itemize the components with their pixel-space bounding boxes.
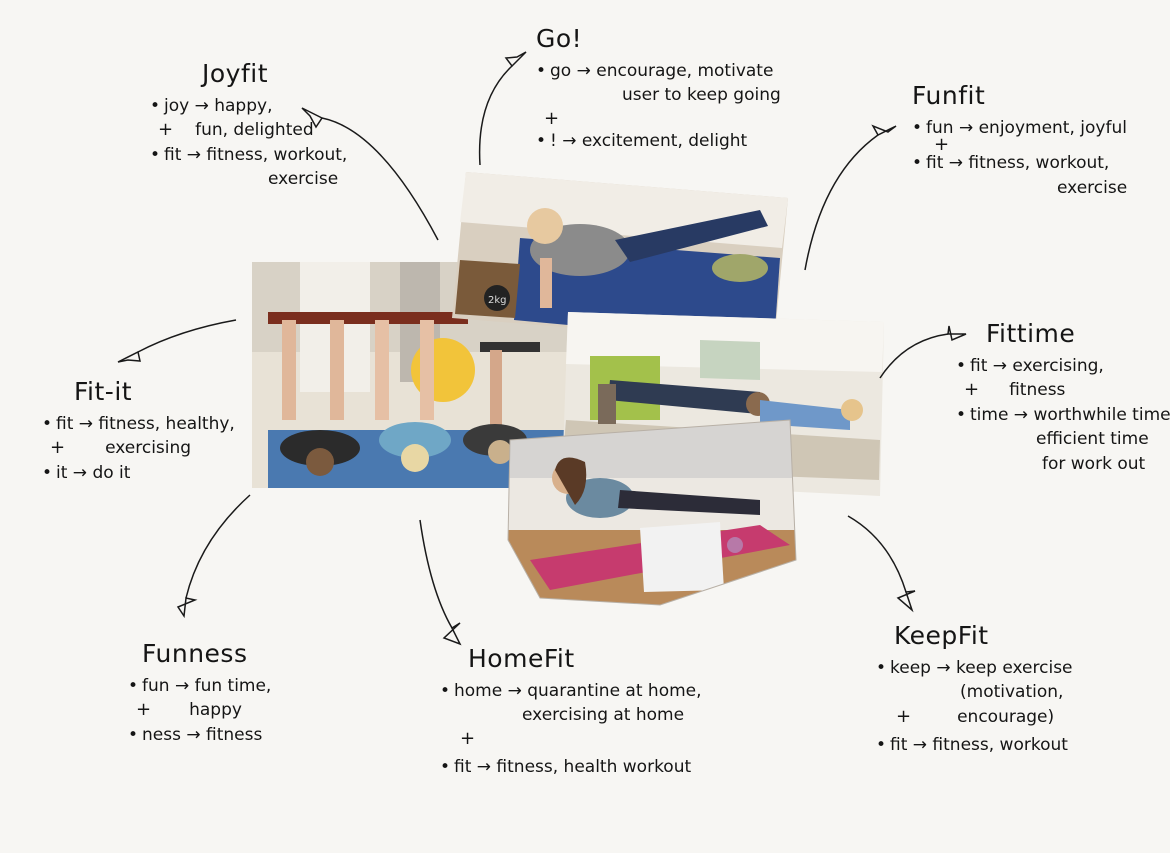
name-keepfit: KeepFit •keep → keep exercise (motivatio… — [876, 622, 1073, 758]
line-funness-1: •fun → fun time, — [128, 675, 272, 696]
title-go: Go! — [536, 24, 583, 53]
line-joyfit-4: exercise — [268, 169, 339, 190]
line-funfit-4: exercise — [1057, 177, 1128, 198]
title-homefit: HomeFit — [468, 644, 575, 673]
line-fittime-2: +fitness — [964, 379, 1066, 401]
line-fitit-3: •it → do it — [42, 462, 131, 483]
line-joyfit-1: •joy → happy, — [150, 95, 273, 116]
arrow-fittime — [879, 325, 967, 379]
line-keepfit-4: •fit → fitness, workout — [876, 735, 1068, 756]
kettlebell-label: 2kg — [488, 295, 507, 306]
photo-side-plank — [508, 420, 796, 605]
line-fittime-1: •fit → exercising, — [956, 355, 1104, 376]
line-keepfit-1: •keep → keep exercise — [876, 657, 1073, 678]
title-funness: Funness — [142, 639, 248, 668]
name-homefit: HomeFit •home → quarantine at home, exer… — [440, 645, 702, 780]
line-funness-2: +happy — [136, 699, 242, 721]
arrow-fitit — [117, 319, 237, 363]
line-funfit-2: + — [934, 134, 950, 156]
line-joyfit-3: •fit → fitness, workout, — [150, 144, 348, 165]
title-fittime: Fittime — [986, 319, 1076, 348]
arrow-funfit — [804, 124, 897, 271]
line-funfit-1: •fun → enjoyment, joyful — [912, 117, 1127, 138]
line-fitit-2: +exercising — [50, 437, 192, 459]
title-keepfit: KeepFit — [894, 621, 989, 650]
line-homefit-1: •home → quarantine at home, — [440, 680, 702, 701]
line-keepfit-2: (motivation, — [960, 682, 1064, 703]
line-fittime-3: •time → worthwhile time, — [956, 404, 1170, 425]
line-homefit-3: + — [460, 727, 476, 749]
name-joyfit: Joyfit •joy → happy, +fun, delighted •fi… — [150, 60, 347, 192]
line-fittime-5: for work out — [1042, 454, 1146, 475]
line-go-3: + — [544, 107, 560, 129]
line-go-1: •go → encourage, motivate — [536, 60, 774, 81]
title-funfit: Funfit — [912, 81, 986, 110]
name-funfit: Funfit •fun → enjoyment, joyful + •fit →… — [912, 82, 1127, 200]
line-fittime-4: efficient time — [1036, 429, 1149, 450]
arrow-keepfit — [847, 515, 916, 613]
line-fitit-1: •fit → fitness, healthy, — [42, 413, 235, 434]
arrow-joyfit — [301, 107, 439, 241]
name-fittime: Fittime •fit → exercising, +fitness •tim… — [956, 320, 1170, 477]
line-go-4: •! → excitement, delight — [536, 131, 748, 152]
line-joyfit-2: +fun, delighted — [158, 119, 314, 141]
line-keepfit-3: +encourage) — [896, 705, 1055, 727]
arrow-go — [478, 51, 527, 166]
title-joyfit: Joyfit — [202, 59, 269, 88]
name-fitit: Fit-it •fit → fitness, healthy, +exercis… — [42, 378, 235, 485]
arrow-homefit — [419, 519, 462, 646]
name-funness: Funness •fun → fun time, +happy •ness → … — [128, 640, 271, 747]
line-funness-3: •ness → fitness — [128, 724, 263, 745]
line-funfit-3: •fit → fitness, workout, — [912, 152, 1110, 173]
title-fitit: Fit-it — [74, 377, 133, 406]
name-go: Go! •go → encourage, motivate user to ke… — [536, 25, 781, 154]
line-go-2: user to keep going — [622, 85, 781, 106]
line-homefit-2: exercising at home — [522, 705, 685, 726]
line-homefit-4: •fit → fitness, health workout — [440, 757, 692, 778]
arrow-funness — [176, 494, 251, 619]
